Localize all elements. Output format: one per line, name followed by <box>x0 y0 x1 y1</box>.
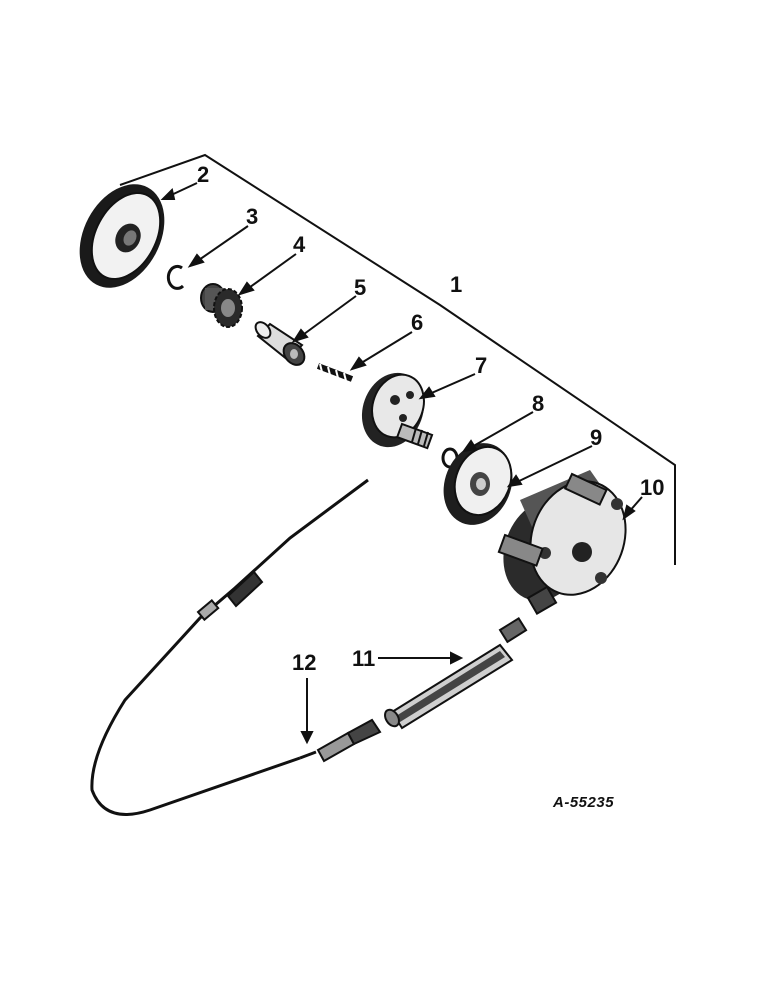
reference-code: A-55235 <box>552 794 614 811</box>
callout-8: 8 <box>532 391 544 416</box>
part-2-washer-plate <box>79 184 165 288</box>
part-7-clutch-hub <box>361 372 434 450</box>
callout-7: 7 <box>475 353 487 378</box>
callout-2: 2 <box>197 162 209 187</box>
part-6-spring <box>316 363 354 382</box>
callout-12: 12 <box>292 650 316 675</box>
callout-labels: 1 2 3 4 5 6 7 8 9 10 11 12 <box>197 162 664 675</box>
part-4-gear <box>200 283 243 328</box>
callout-10: 10 <box>640 475 664 500</box>
part-10-housing <box>497 470 627 615</box>
callout-3: 3 <box>246 204 258 229</box>
callout-11: 11 <box>352 646 375 671</box>
assembly-bracket <box>119 153 676 565</box>
part-12-cable <box>90 478 382 816</box>
callout-9: 9 <box>590 425 602 450</box>
leader-lines <box>160 182 643 745</box>
callout-6: 6 <box>411 310 423 335</box>
callout-1: 1 <box>450 272 462 297</box>
part-11-adapter <box>384 616 528 730</box>
part-9-disc <box>443 443 513 525</box>
part-3-snap-ring <box>166 264 185 290</box>
callout-5: 5 <box>354 275 366 300</box>
callout-4: 4 <box>293 232 306 257</box>
part-5-bushing <box>254 321 306 366</box>
